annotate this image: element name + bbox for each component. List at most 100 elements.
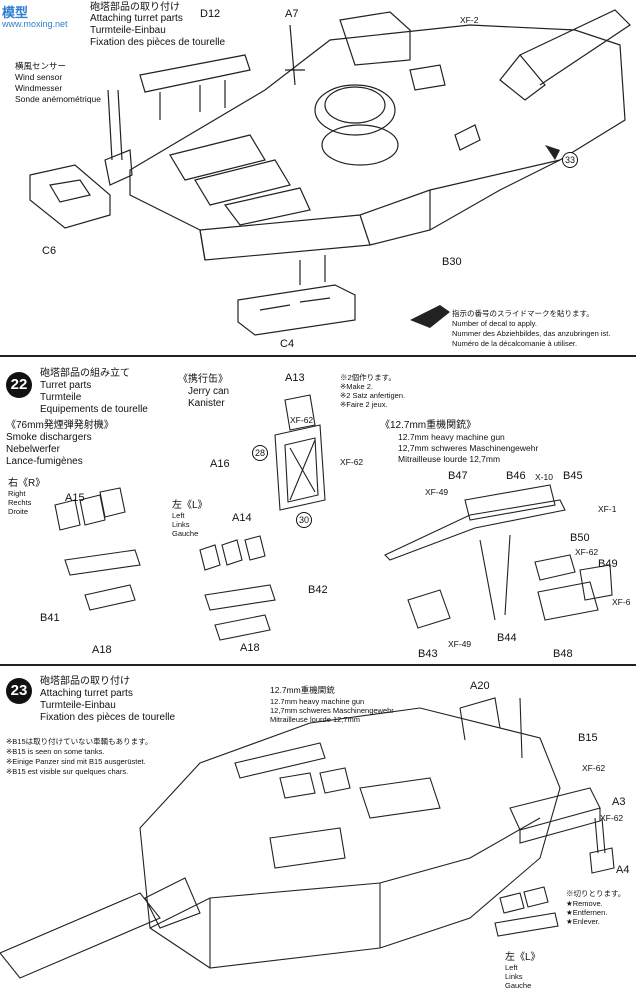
left23-de: Links: [505, 972, 523, 981]
decal-ref-33: 33: [562, 152, 578, 168]
part-b49: B49: [598, 558, 618, 570]
turret-top-drawing: [29, 9, 631, 336]
step-22-drawing: [54, 394, 613, 641]
remove-fr: ★Enlever.: [566, 917, 600, 926]
heading-jp: 砲塔部品の取り付け: [90, 2, 180, 13]
step-22-turret-parts: 22 砲塔部品の組み立て Turret parts Turmteile Equi…: [0, 360, 636, 662]
part-a15: A15: [65, 492, 85, 504]
b15-note-en: ※B15 is seen on some tanks.: [6, 747, 105, 756]
right-label-en: Right: [8, 489, 26, 498]
paint-xf6-d: XF-6: [612, 597, 631, 607]
watermark-logo: 模型: [2, 5, 29, 20]
step22-heading-fr: Equipements de tourelle: [40, 404, 148, 415]
smoke-fr: Lance-fumigènes: [6, 456, 83, 467]
part-b15: B15: [578, 732, 598, 744]
make2-en: ※Make 2.: [340, 382, 373, 391]
mg23-jp: 12.7mm重機関銃: [270, 685, 335, 695]
part-label-a7: A7: [285, 8, 299, 20]
watermark-url: www.moxing.net: [2, 19, 68, 29]
b15-note-jp: ※B15は取り付けていない車輌もあります。: [6, 737, 153, 746]
left23-en: Left: [505, 963, 518, 972]
remove-de: ★Entfernen.: [566, 908, 608, 917]
decal-note-de: Nummer des Abziehbildes, das anzubringen…: [452, 329, 611, 338]
wind-sensor-en: Wind sensor: [15, 72, 63, 82]
step23-heading-fr: Fixation des pièces de tourelle: [40, 712, 176, 723]
part-b48: B48: [553, 648, 573, 660]
wind-sensor-de: Windmesser: [15, 83, 63, 93]
paint-xf62-23a: XF-62: [582, 763, 606, 773]
paint-xf62-23b: XF-62: [600, 813, 624, 823]
step23-heading-jp: 砲塔部品の取り付け: [40, 676, 130, 687]
step23-heading-en: Attaching turret parts: [40, 688, 133, 699]
jerry-jp: 《携行缶》: [178, 374, 228, 385]
b15-note-de: ※Einige Panzer sind mit B15 ausgerüstet.: [6, 757, 146, 766]
step22-heading-jp: 砲塔部品の組み立て: [40, 368, 130, 379]
remove-jp: ※切りとります。: [566, 889, 626, 898]
step22-heading-en: Turret parts: [40, 380, 92, 391]
right-label-de: Rechts: [8, 498, 32, 507]
right-label-jp: 右《R》: [8, 478, 46, 489]
part-b41: B41: [40, 612, 60, 624]
section-divider: [0, 664, 636, 666]
heading-fr: Fixation des pièces de tourelle: [90, 37, 226, 48]
part-a18-right: A18: [92, 644, 112, 656]
make2-jp: ※2個作ります。: [340, 373, 396, 382]
right-label-fr: Droite: [8, 507, 29, 516]
decal-ref-28: 28: [252, 445, 268, 461]
make2-de: ※2 Satz anfertigen.: [340, 391, 406, 400]
left-label-jp: 左《L》: [172, 500, 208, 511]
left-label-fr: Gauche: [172, 529, 199, 538]
left-label-en: Left: [172, 511, 185, 520]
step-23-drawing: [0, 697, 615, 979]
part-b44: B44: [497, 632, 517, 644]
paint-x10: X-10: [535, 472, 553, 482]
paint-xf62-c: XF-62: [575, 547, 599, 557]
jerry-de: Kanister: [188, 398, 225, 409]
mg-en: 12.7mm heavy machine gun: [398, 432, 505, 442]
part-b43: B43: [418, 648, 438, 660]
mg23-en: 12.7mm heavy machine gun: [270, 697, 365, 706]
remove-en: ★Remove.: [566, 899, 603, 908]
part-a3: A3: [612, 796, 626, 808]
b15-note-fr: ※B15 est visible sur quelques chars.: [6, 767, 129, 776]
smoke-jp: 《76mm発煙弾発射機》: [6, 420, 114, 431]
paint-label-xf2: XF-2: [460, 15, 479, 25]
section-divider: [0, 355, 636, 357]
part-a14: A14: [232, 512, 252, 524]
step-23-attach-turret-parts: 23 砲塔部品の取り付け Attaching turret parts Turm…: [0, 668, 636, 992]
mg-fr: Mitrailleuse lourde 12,7mm: [398, 454, 501, 464]
paint-xf1: XF-1: [598, 504, 617, 514]
left23-jp: 左《L》: [505, 952, 541, 963]
step-number-23: 23: [6, 678, 32, 704]
wind-sensor-jp: 横風センサー: [15, 61, 67, 71]
heading-de: Turmteile-Einbau: [90, 25, 166, 36]
step23-heading-de: Turmteile-Einbau: [40, 700, 116, 711]
part-a16: A16: [210, 458, 230, 470]
paint-xf62-a: XF-62: [290, 415, 314, 425]
smoke-de: Nebelwerfer: [6, 444, 60, 455]
part-a20: A20: [470, 680, 490, 692]
decal-note-en: Number of decal to apply.: [452, 319, 537, 328]
part-label-c4: C4: [280, 338, 295, 350]
part-b50: B50: [570, 532, 590, 544]
part-b46: B46: [506, 470, 526, 482]
part-label-c6: C6: [42, 245, 57, 257]
wind-sensor-fr: Sonde anémométrique: [15, 94, 102, 104]
part-b42: B42: [308, 584, 328, 596]
mg-de: 12,7mm schweres Maschinengewehr: [398, 443, 539, 453]
paint-xf62-b: XF-62: [340, 457, 364, 467]
part-label-d12: D12: [200, 8, 221, 20]
decal-note-jp: 指示の番号のスライドマークを貼ります。: [452, 309, 594, 318]
mg23-de: 12,7mm schweres Maschinengewehr: [270, 706, 394, 715]
heading-en: Attaching turret parts: [90, 13, 183, 24]
part-a4: A4: [616, 864, 630, 876]
left-label-de: Links: [172, 520, 190, 529]
mg-jp: 《12.7mm重機関銃》: [380, 420, 477, 431]
mg23-fr: Mitrailleuse lourde 12,7mm: [270, 715, 361, 724]
part-label-b30: B30: [442, 256, 462, 268]
make2-fr: ※Faire 2 jeux.: [340, 400, 388, 409]
part-a13: A13: [285, 372, 305, 384]
left23-fr: Gauche: [505, 981, 532, 990]
part-b47: B47: [448, 470, 468, 482]
decal-note-fr: Numéro de la décalcomanie à utiliser.: [452, 339, 578, 348]
